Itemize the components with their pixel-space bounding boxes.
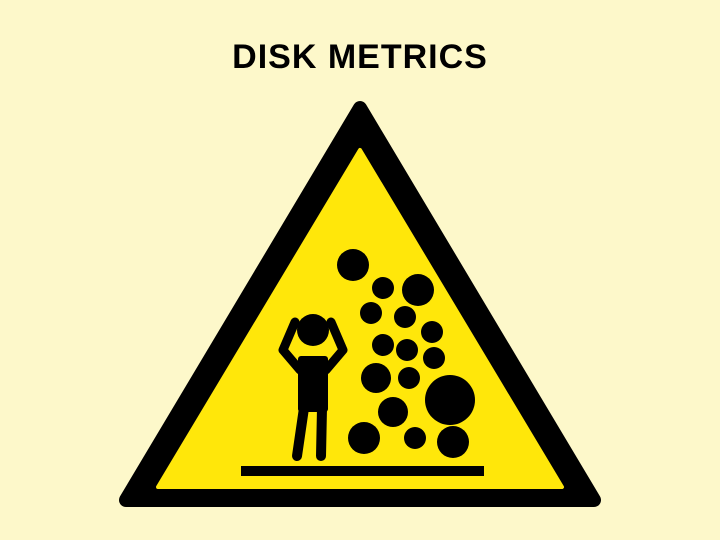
falling-objects: [337, 249, 475, 458]
person-torso: [298, 356, 328, 412]
falling-object: [361, 363, 391, 393]
falling-object: [437, 426, 469, 458]
falling-object: [425, 375, 475, 425]
person-left-leg: [292, 403, 309, 461]
falling-object: [423, 347, 445, 369]
falling-object: [421, 321, 443, 343]
falling-object: [402, 274, 434, 306]
slide-title: DISK METRICS: [232, 38, 488, 76]
person-right-arm: [321, 317, 348, 375]
person-figure: [278, 314, 348, 461]
person-right-leg: [316, 403, 327, 461]
falling-object: [348, 422, 380, 454]
falling-object: [396, 339, 418, 361]
falling-object: [360, 302, 382, 324]
falling-object: [394, 306, 416, 328]
ground-line: [241, 466, 484, 476]
person-left-arm: [278, 317, 305, 375]
falling-object: [398, 367, 420, 389]
falling-object: [404, 427, 426, 449]
falling-object: [372, 334, 394, 356]
falling-object: [372, 277, 394, 299]
falling-object: [378, 397, 408, 427]
person-head: [297, 314, 329, 346]
falling-object: [337, 249, 369, 281]
